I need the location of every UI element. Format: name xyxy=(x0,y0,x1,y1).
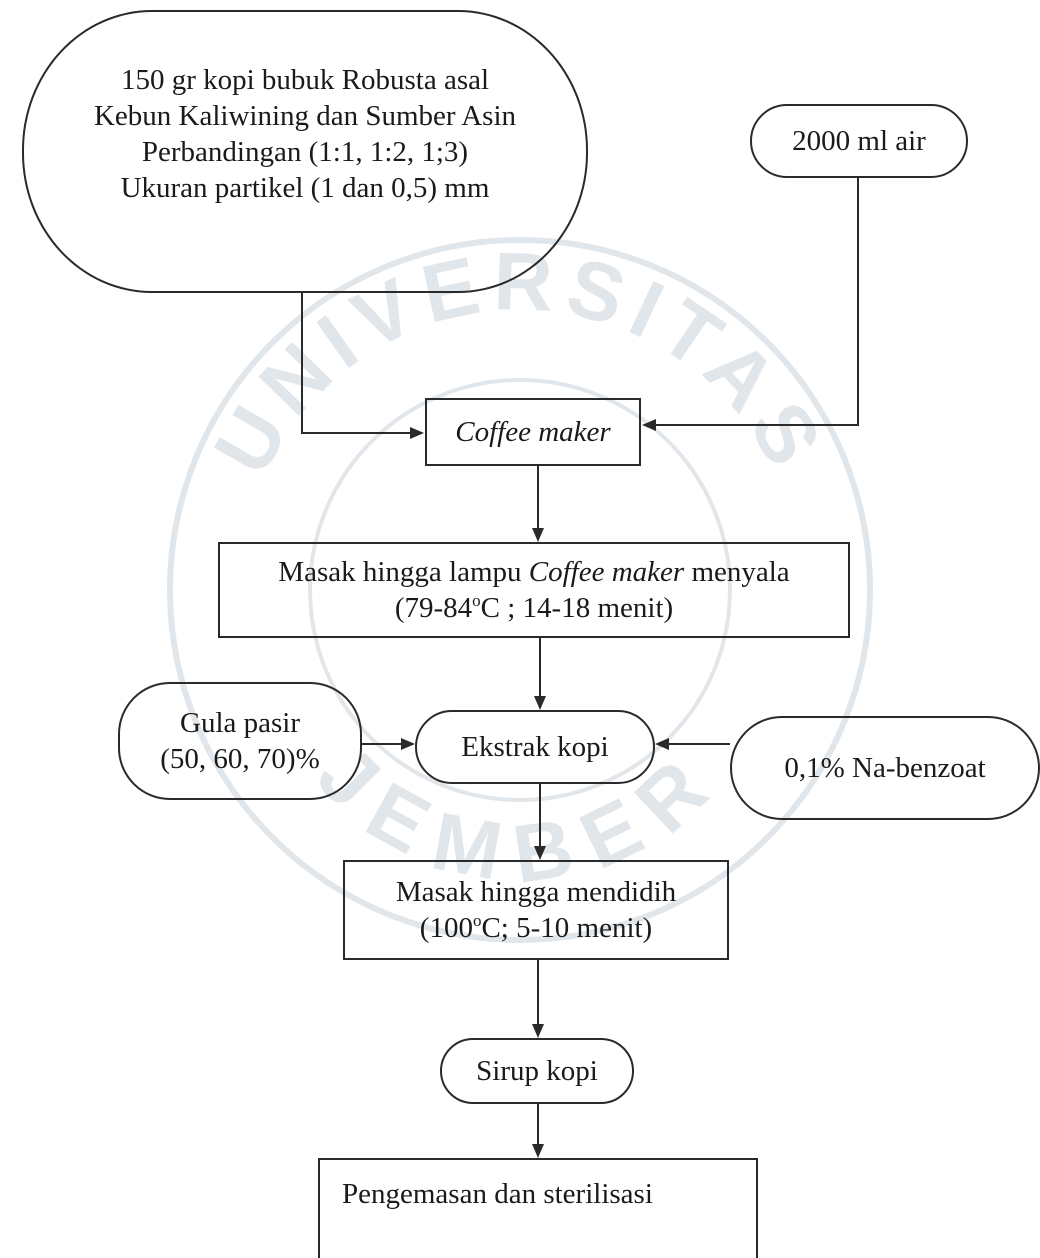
boil-temp-suffix: C; 5-10 menit) xyxy=(481,912,653,944)
arrowhead-boil-to-syrup xyxy=(532,1024,544,1038)
coffee-input-terminal: 150 gr kopi bubuk Robusta asal Kebun Kal… xyxy=(22,10,588,293)
arrowhead-benzoat-to-extract xyxy=(655,738,669,750)
connector-coffee-to-maker xyxy=(301,293,410,434)
preservative-input-terminal: 0,1% Na-benzoat xyxy=(730,716,1040,820)
coffee-extract-terminal: Ekstrak kopi xyxy=(415,710,655,784)
cook-step-1-prefix: Masak hingga lampu xyxy=(278,556,529,588)
sugar-input-line-1: Gula pasir xyxy=(180,707,300,739)
water-input-terminal: 2000 ml air xyxy=(750,104,968,178)
syrup-label: Sirup kopi xyxy=(476,1055,598,1087)
arrowhead-maker-to-cook xyxy=(532,528,544,542)
cook-step-1-italic: Coffee maker xyxy=(528,556,685,588)
boil-degree: o xyxy=(472,910,482,930)
arrowhead-coffee-to-maker xyxy=(410,427,424,439)
coffee-input-line-1: 150 gr kopi bubuk Robusta asal xyxy=(120,64,490,96)
cook-step-1-degree: o xyxy=(472,590,481,610)
water-input-label: 2000 ml air xyxy=(792,125,926,157)
arrowhead-water-to-maker xyxy=(642,419,656,431)
coffee-syrup-terminal: Sirup kopi xyxy=(440,1038,634,1104)
packaging-process: Pengemasan dan sterilisasi xyxy=(318,1158,758,1258)
coffee-maker-process: Coffee maker xyxy=(425,398,641,466)
coffee-input-line-4: Ukuran partikel (1 dan 0,5) mm xyxy=(120,172,490,204)
cook-step-1-line-2: (79-84oC ; 14-18 menit) xyxy=(395,590,673,626)
sugar-input-line-2: (50, 60, 70)% xyxy=(160,743,320,775)
boil-temp-prefix: (100 xyxy=(419,912,473,944)
boil-process: Masak hingga mendidih (100oC; 5-10 menit… xyxy=(343,860,729,960)
arrowhead-extract-to-boil xyxy=(534,846,546,860)
boil-line-2: (100oC; 5-10 menit) xyxy=(420,910,652,946)
preservative-label: 0,1% Na-benzoat xyxy=(784,752,986,784)
boil-line-1: Masak hingga mendidih xyxy=(395,876,677,908)
sugar-input-terminal: Gula pasir (50, 60, 70)% xyxy=(118,682,362,800)
connector-water-to-maker xyxy=(656,178,859,426)
cook-until-light-process: Masak hingga lampu Coffee maker menyala … xyxy=(218,542,850,638)
cook-step-1-suffix: menyala xyxy=(684,556,790,588)
arrowhead-sugar-to-extract xyxy=(401,738,415,750)
arrowhead-cook-to-extract xyxy=(534,696,546,710)
coffee-input-line-2: Kebun Kaliwining dan Sumber Asin xyxy=(93,100,517,132)
coffee-input-line-3: Perbandingan (1:1, 1:2, 1;3) xyxy=(141,136,469,168)
cook-step-1-temp-prefix: (79-84 xyxy=(394,592,473,624)
cook-step-1-line-1: Masak hingga lampu Coffee maker menyala xyxy=(278,554,789,590)
extract-label: Ekstrak kopi xyxy=(461,731,609,763)
packaging-label: Pengemasan dan sterilisasi xyxy=(342,1178,653,1210)
coffee-maker-label: Coffee maker xyxy=(455,416,611,448)
cook-step-1-temp-suffix: C ; 14-18 menit) xyxy=(480,592,674,624)
arrowhead-syrup-to-pack xyxy=(532,1144,544,1158)
